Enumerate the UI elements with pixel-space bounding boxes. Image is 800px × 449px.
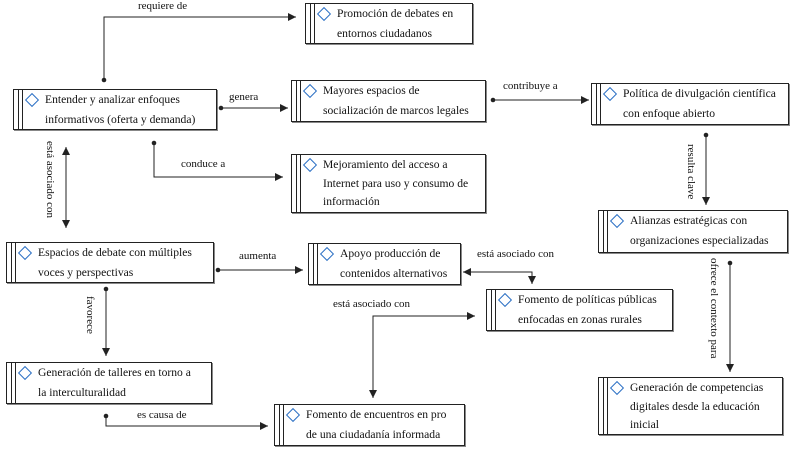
edge-origin-dot [215,267,221,273]
diamond-icon [316,6,332,22]
edge-label-es-causa-de: es causa de [137,409,187,421]
node-label: Generación de competencias digitales des… [630,381,764,431]
node-label: Alianzas estratégicas con organizaciones… [630,214,769,247]
edge-origin-dot [490,97,496,103]
diamond-icon [319,246,335,262]
edge-label-contribuye-a: contribuye a [503,80,558,92]
node-label: Fomento de encuentros en pro de una ciud… [306,408,447,441]
edge-origin-dot [218,105,224,111]
edge-conduce-a [153,143,283,181]
diamond-icon [285,407,301,423]
edge-esta-asociado-con-2 [463,268,536,284]
edge-origin-dot [151,140,157,146]
edge-label-genera: genera [229,91,259,103]
edge-label-resulta-clave: resulta clave [685,144,697,200]
edge-label-aumenta: aumenta [239,250,277,262]
node-fomento-politicas[interactable]: Fomento de políticas públicas enfocadas … [486,289,673,331]
node-label: Mayores espacios de socialización de mar… [323,84,469,117]
edge-label-requiere-de: requiere de [138,0,188,12]
edge-label-conduce-a: conduce a [181,158,226,170]
diamond-icon [24,92,40,108]
edge-requiere-de [103,13,296,80]
diamond-icon [17,365,33,381]
node-politica-divulgacion[interactable]: Política de divulgación científica con e… [591,83,789,125]
edge-origin-dot [103,413,109,419]
edge-origin-dot [103,286,109,292]
node-alianzas-estrategicas[interactable]: Alianzas estratégicas con organizaciones… [598,210,788,253]
node-label: Fomento de políticas públicas enfocadas … [518,293,657,326]
node-label: Generación de talleres en torno a la int… [38,366,191,399]
node-fomento-encuentros[interactable]: Fomento de encuentros en pro de una ciud… [274,404,465,446]
node-label: Mejoramiento del acceso a Internet para … [323,158,469,208]
node-generacion-competencias[interactable]: Generación de competencias digitales des… [598,377,783,435]
node-apoyo-produccion[interactable]: Apoyo producción de contenidos alternati… [308,243,461,285]
edge-origin-dot [727,260,733,266]
node-mejoramiento-acceso[interactable]: Mejoramiento del acceso a Internet para … [291,154,486,213]
edge-origin-dot [101,77,107,83]
diamond-icon [17,245,33,261]
edge-label-esta-asociado-con-2: está asociado con [477,248,554,260]
edge-esta-asociado-con-3 [369,312,475,398]
diamond-icon [609,380,625,396]
node-generacion-talleres[interactable]: Generación de talleres en torno a la int… [6,362,212,404]
node-label: Política de divulgación científica con e… [623,87,776,120]
node-label: Espacios de debate con múltiples voces y… [38,246,192,279]
node-espacios-debate[interactable]: Espacios de debate con múltiples voces y… [6,242,214,283]
diamond-icon [302,83,318,99]
diamond-icon [302,157,318,173]
diamond-icon [609,213,625,229]
edge-label-favorece: favorece [84,296,96,334]
diamond-icon [602,86,618,102]
edge-es-causa-de [105,416,268,430]
edge-origin-dot [703,132,709,138]
edge-label-esta-asociado-con-1: está asociado con [44,141,56,218]
node-label: Promoción de debates en entornos ciudada… [337,7,454,40]
edge-label-ofrece-contexto: ofrece el contexto para [708,258,720,359]
node-label: Entender y analizar enfoques informativo… [45,93,196,126]
node-entender-analizar[interactable]: Entender y analizar enfoques informativo… [13,89,217,130]
node-mayores-espacios[interactable]: Mayores espacios de socialización de mar… [291,80,486,122]
node-promocion-debates[interactable]: Promoción de debates en entornos ciudada… [305,3,473,44]
edge-label-esta-asociado-con-3: está asociado con [333,298,410,310]
node-label: Apoyo producción de contenidos alternati… [340,247,448,280]
diamond-icon [497,292,513,308]
